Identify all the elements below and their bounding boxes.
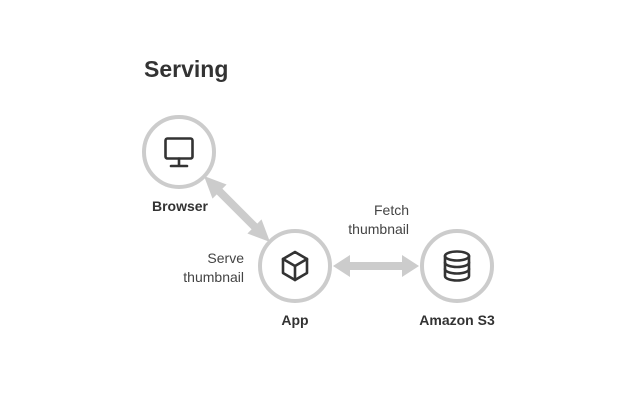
node-label-s3: Amazon S3 <box>419 312 495 328</box>
node-app <box>258 229 332 303</box>
edge-label-line: Fetch <box>373 202 409 218</box>
node-label-app: App <box>281 312 309 328</box>
node-s3 <box>420 229 494 303</box>
database-icon <box>443 250 471 282</box>
edge-label-fetch-thumbnail: Fetch thumbnail <box>348 201 409 239</box>
diagram-title: Serving <box>144 56 229 82</box>
edge-label-line: thumbnail <box>348 221 409 237</box>
cube-icon <box>281 250 309 282</box>
arrow-app-s3 <box>333 255 419 277</box>
arrow-browser-app <box>204 176 270 242</box>
node-label-browser: Browser <box>151 198 209 214</box>
node-browser <box>142 115 216 189</box>
edge-label-serve-thumbnail: Serve thumbnail <box>183 249 244 287</box>
edge-label-line: Serve <box>207 250 244 266</box>
edge-label-line: thumbnail <box>183 269 244 285</box>
monitor-icon <box>164 137 194 168</box>
